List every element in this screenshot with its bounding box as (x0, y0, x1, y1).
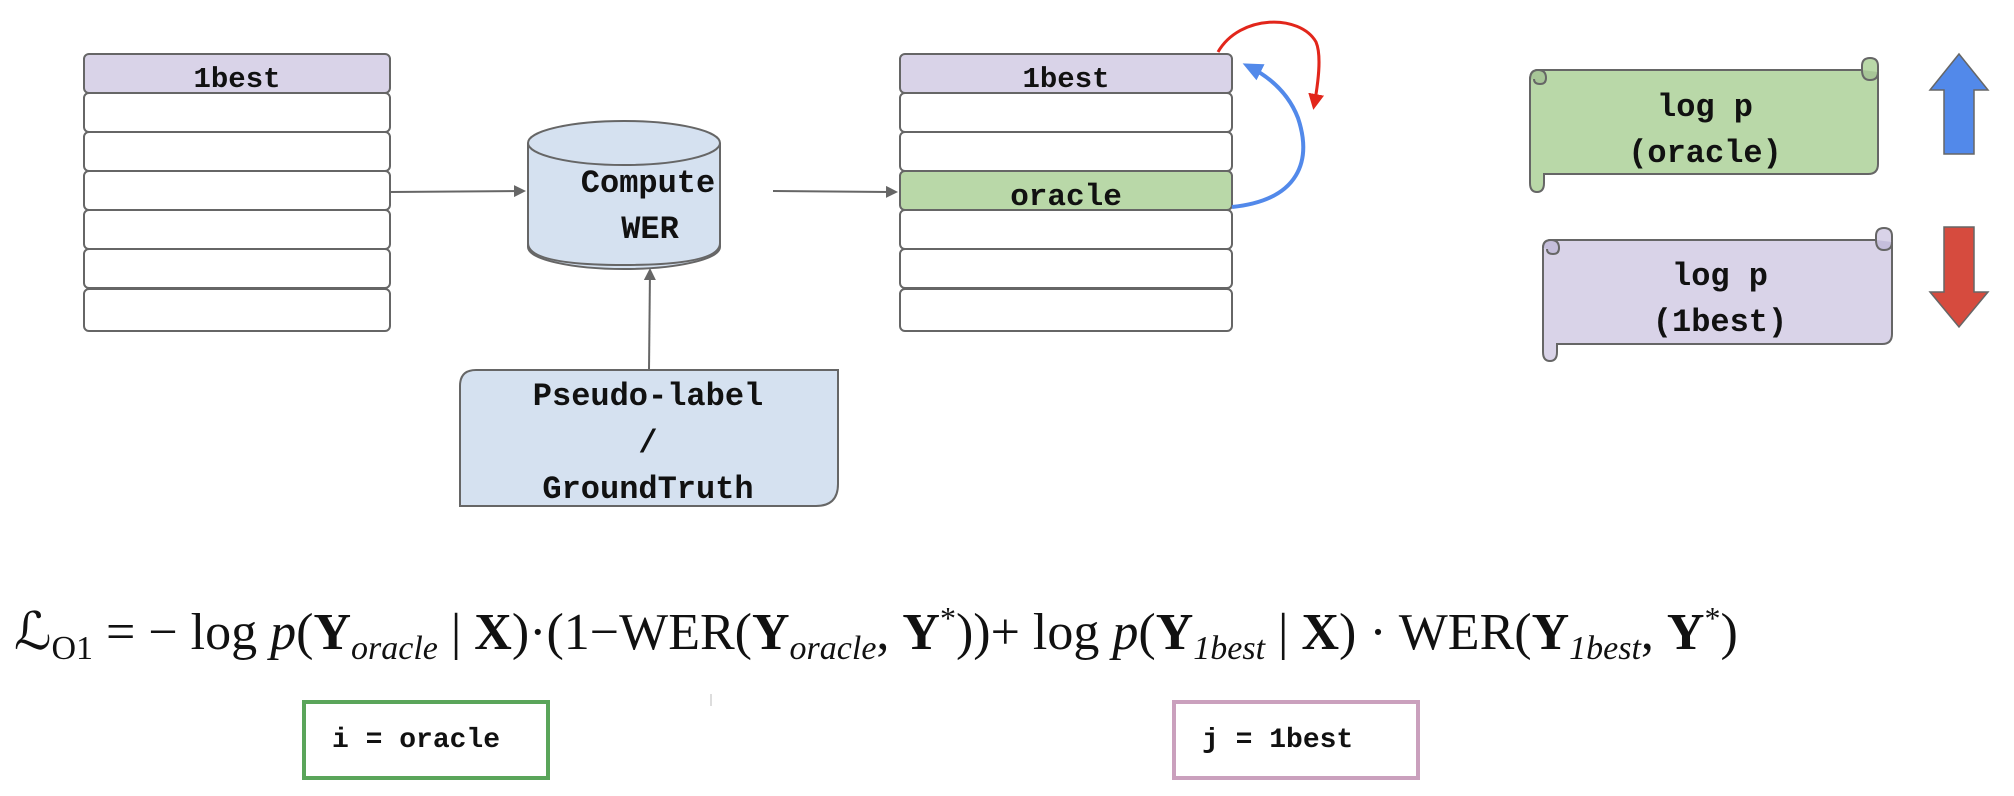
label-j-1best: j = 1best (1172, 700, 1420, 780)
formula-comma: , (876, 604, 903, 661)
right-list-row (899, 209, 1233, 250)
pseudo-label-line3: GroundTruth (542, 471, 753, 508)
formula-sub-1best: 1best (1193, 630, 1266, 667)
arrow-list-to-db (389, 185, 526, 198)
increase-arrow-icon (1928, 52, 1990, 155)
formula-star: * (939, 600, 956, 636)
formula-Y: Y (902, 604, 940, 661)
formula-lhs-symbol: ℒ (14, 604, 52, 661)
formula-sub-oracle: oracle (351, 630, 438, 667)
formula-star: * (1704, 600, 1721, 636)
compute-wer-line2: WER (621, 211, 679, 248)
decrease-arrow-icon (1928, 226, 1990, 329)
right-list-row (899, 131, 1233, 172)
formula-X: X (474, 604, 512, 661)
formula-sub-oracle: oracle (789, 630, 877, 667)
right-nbest-list: 1best oracle (899, 53, 1233, 332)
right-list-row (899, 92, 1233, 133)
left-list-row (83, 92, 391, 133)
left-list-row (83, 131, 391, 172)
arrow-label-to-db (643, 268, 656, 371)
formula-close2: ))+ log (955, 604, 1113, 661)
formula-p: p (270, 604, 297, 661)
scroll-1best-line1: log p (1672, 258, 1768, 295)
left-list-row (83, 209, 391, 250)
formula-Y: Y (313, 604, 352, 661)
scroll-oracle: log p (oracle) (1529, 56, 1879, 194)
compute-wer-database: Compute WER (527, 120, 721, 270)
formula-sub-1best: 1best (1569, 630, 1641, 667)
compute-wer-line1: Compute (581, 165, 715, 202)
right-list-header-label: 1best (1022, 63, 1109, 96)
left-list-row (83, 288, 391, 332)
blue-curve-arrow (1231, 63, 1306, 209)
scroll-1best: log p (1best) (1542, 226, 1893, 363)
formula-Y: Y (1666, 604, 1705, 661)
formula-open: ( (296, 604, 314, 661)
formula-X: X (1301, 604, 1340, 661)
formula-lhs-sub: O1 (51, 630, 94, 667)
right-list-row (899, 248, 1233, 289)
formula-close-dot: )·(1−WER( (511, 604, 752, 661)
left-nbest-list: 1best (83, 53, 391, 332)
left-list-row (83, 248, 391, 289)
formula-Y: Y (751, 604, 790, 661)
formula-Y: Y (1531, 604, 1570, 661)
formula-open: ( (1138, 604, 1156, 661)
scroll-oracle-line1: log p (1657, 89, 1753, 126)
pseudo-label-line1: Pseudo-label (533, 378, 763, 415)
left-list-row (83, 170, 391, 211)
red-curve-arrow (1216, 20, 1325, 110)
pseudo-label-line2: / (638, 425, 657, 462)
loss-formula: ℒO1 = − log p(Yoracle | X)·(1−WER(Yoracl… (14, 600, 2004, 680)
formula-given: | (1265, 604, 1302, 661)
formula-p: p (1112, 604, 1139, 661)
right-list-row (899, 288, 1233, 332)
formula-eq: = − log (93, 604, 271, 661)
formula-close3: ) (1720, 604, 1738, 661)
label-i-oracle: i = oracle (302, 700, 550, 780)
pseudo-label-card: Pseudo-label / GroundTruth (459, 369, 839, 508)
formula-dot-wer: ) · WER( (1339, 604, 1532, 661)
scroll-oracle-line2: (oracle) (1628, 135, 1782, 172)
formula-given: | (437, 604, 475, 661)
arrow-db-to-list (772, 185, 898, 198)
scroll-1best-line2: (1best) (1653, 304, 1787, 341)
formula-Y: Y (1155, 604, 1194, 661)
left-list-header-label: 1best (193, 63, 280, 96)
formula-comma: , (1640, 604, 1667, 661)
